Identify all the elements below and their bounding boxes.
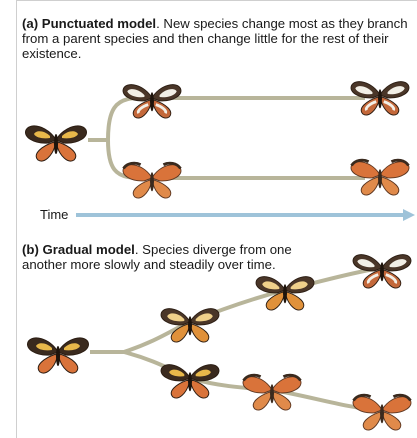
orange-butterfly-a-early bbox=[123, 163, 181, 198]
ancestor-butterfly-a bbox=[26, 126, 87, 161]
yellow-white-butterfly-b bbox=[256, 277, 314, 310]
orange-butterfly-b-end bbox=[353, 395, 411, 430]
panel-b-upper-branch bbox=[124, 268, 380, 352]
intermediate-butterfly-b-upper bbox=[161, 309, 219, 342]
white-banded-butterfly-a-early bbox=[123, 85, 181, 118]
time-arrow bbox=[76, 209, 415, 221]
panel-b-branches bbox=[90, 268, 380, 410]
ancestor-butterfly-b bbox=[28, 338, 89, 373]
